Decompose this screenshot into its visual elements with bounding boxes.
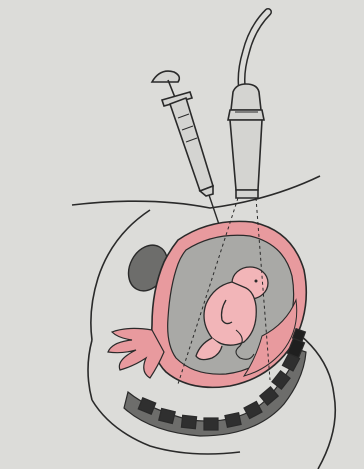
amniocentesis-diagram — [0, 0, 364, 469]
paper-background — [0, 0, 364, 469]
